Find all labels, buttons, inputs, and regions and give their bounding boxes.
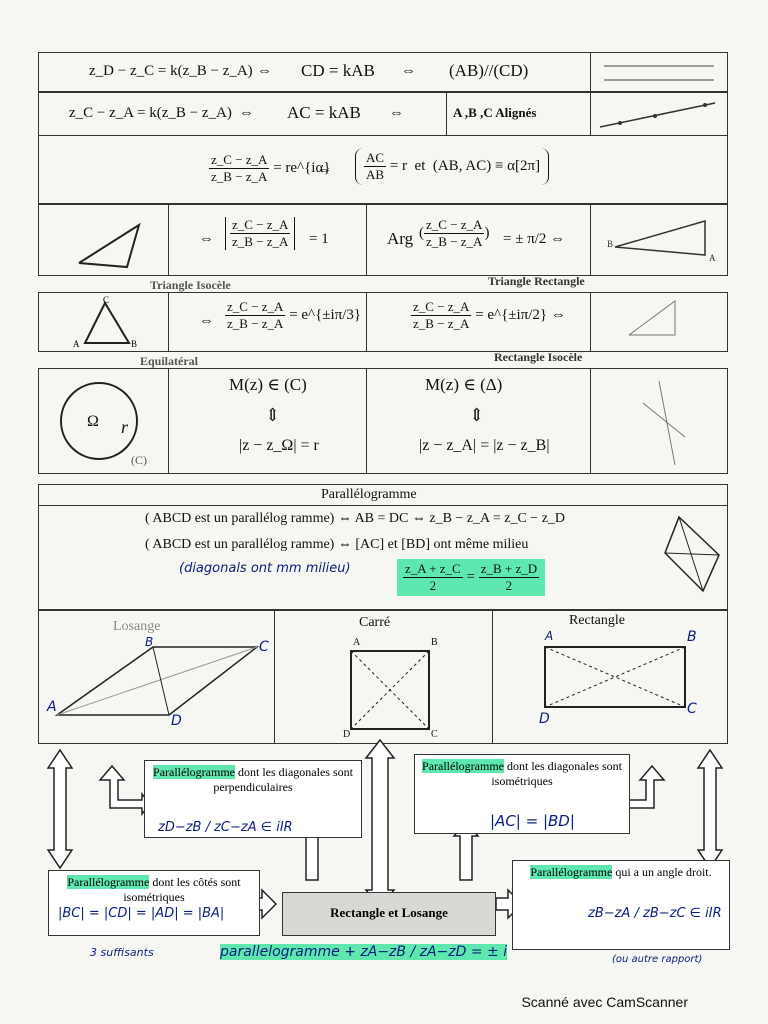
- row5-eq: ⇔: [199, 313, 214, 329]
- label-right-triangle: Triangle Rectangle: [488, 274, 585, 288]
- row2-eq-2: ⇔: [389, 105, 404, 121]
- row4-modulus-rhs: = 1: [309, 231, 329, 247]
- label-equilateral: Equilatéral: [140, 354, 199, 368]
- row6-circle-modulus: |z − z_Ω| = r: [239, 437, 319, 454]
- parallelogram-line-2: ( ABCD est un parallélog ramme) ⇔ [AC] e…: [145, 537, 529, 552]
- row5-right-isosceles-figure: [628, 300, 676, 336]
- losange-figure: [54, 646, 260, 716]
- rectangle-point-b: B: [687, 629, 697, 645]
- parallelogram-title: Parallélogramme: [321, 487, 417, 502]
- row4-eq: ⇔: [199, 231, 214, 247]
- row6-arrow-1: ⇕: [265, 405, 281, 425]
- row6-circle-membership: M(z) ∈ (C): [229, 375, 307, 394]
- row4-isosceles-triangle-figure: [78, 222, 141, 269]
- camscanner-footer: Scanné avec CamScanner: [521, 994, 688, 1010]
- row2-aligned-label: A ,B ,C Alignés: [453, 105, 537, 120]
- parallelogram-handwritten-note: (diagonals ont mm milieu): [179, 561, 351, 576]
- node3-handwritten-formula: |BC| = |CD| = |AD| = |BA|: [58, 906, 225, 921]
- node3-handwritten-note: 3 suffisants: [90, 946, 154, 959]
- carre-point-b: B: [431, 637, 438, 648]
- row6-bisector-modulus: |z − z_A| = |z − z_B|: [419, 437, 550, 454]
- rectangle-point-d: D: [539, 711, 550, 727]
- rectangle-title: Rectangle: [569, 613, 625, 628]
- node1-handwritten-formula: zD−zB / zC−zA ∈ iIR: [158, 820, 293, 835]
- parallelogram-section: Parallélogramme ( ABCD est un parallélog…: [38, 484, 728, 610]
- carre-figure: [350, 650, 430, 730]
- svg-text:B: B: [131, 339, 137, 349]
- node-rectangle-and-losange: Rectangle et Losange: [282, 892, 496, 936]
- row4-right-triangle-figure: BA: [607, 220, 716, 263]
- row-collinear-vectors: z_D − z_C = k(z_B − z_A) ⇔ CD = kAB ⇔ (A…: [38, 52, 728, 92]
- row1-eq-1: ⇔: [257, 63, 272, 79]
- carre-title: Carré: [359, 615, 391, 630]
- row1-formula-3: (AB)//(CD): [449, 61, 529, 80]
- rectangle-figure: [544, 646, 686, 708]
- row1-formula-1: z_D − z_C = k(z_B − z_A): [89, 63, 253, 79]
- rectangle-point-a: A: [545, 629, 554, 643]
- svg-text:C: C: [103, 295, 109, 305]
- parallelogram-figure: [664, 515, 720, 593]
- label-right-isosceles: Rectangle Isocèle: [494, 350, 583, 364]
- losange-title: Losange: [113, 619, 161, 634]
- svg-text:A: A: [709, 253, 716, 263]
- node4-handwritten-formula: zB−zA / zB−zC ∈ iIR: [588, 906, 722, 921]
- node-isometric-diagonals: Parallélogramme dont les diagonales sont…: [414, 754, 630, 834]
- label-isosceles: Triangle Isocèle: [150, 278, 231, 292]
- row3-eq: ⇔: [317, 162, 332, 178]
- row2-formula-1: z_C − z_A = k(z_B − z_A): [69, 105, 232, 121]
- bottom-handwritten-formula: parallelogramme + zA−zB / zA−zD = ± i: [220, 944, 508, 960]
- circle-center-label: Ω: [87, 413, 99, 430]
- node-right-angle: Parallélogramme qui a un angle droit.: [512, 860, 730, 950]
- node-perpendicular-diagonals: Parallélogramme dont les diagonales sont…: [144, 760, 362, 838]
- node4-handwritten-note: (ou autre rapport): [612, 954, 703, 965]
- row4-arg-label: Arg: [387, 229, 414, 248]
- row2-aligned-figure: [599, 102, 716, 128]
- shapes-row: Losange Carré Rectangle A B C D A B C D …: [38, 610, 728, 744]
- svg-text:B: B: [607, 239, 613, 249]
- row2-eq-1: ⇔: [239, 105, 254, 121]
- carre-point-d: D: [343, 729, 351, 740]
- row1-eq-2: ⇔: [401, 63, 416, 79]
- circle-radius-label: r: [121, 417, 129, 437]
- row4-arg-rhs: = ± π/2 ⇔: [503, 231, 566, 247]
- row-aligned-points: z_C − z_A = k(z_B − z_A) ⇔ AC = kAB ⇔ A …: [38, 92, 728, 136]
- row6-arrow-2: ⇕: [469, 405, 485, 425]
- losange-point-d: D: [171, 713, 182, 729]
- node-isometric-sides: Parallélogramme dont les côtés sont isom…: [48, 870, 260, 936]
- row1-formula-2: CD = kAB: [301, 61, 375, 80]
- svg-text:A: A: [73, 339, 80, 349]
- carre-point-c: C: [431, 729, 438, 740]
- losange-point-b: B: [145, 635, 154, 649]
- parallelogram-line-1: ( ABCD est un parallélog ramme) ⇔ AB = D…: [145, 511, 566, 526]
- carre-point-a: A: [353, 637, 361, 648]
- row1-parallel-lines-figure: [604, 65, 714, 81]
- rectangle-point-c: C: [687, 701, 697, 717]
- losange-point-a: A: [47, 699, 57, 715]
- row-circle-bisector: Ω r (C) M(z) ∈ (C) ⇕ |z − z_Ω| = r M(z) …: [38, 368, 728, 474]
- row6-circle-figure: [60, 382, 138, 460]
- losange-point-c: C: [259, 639, 269, 655]
- row2-formula-2: AC = kAB: [287, 103, 361, 122]
- row6-line-membership: M(z) ∈ (Δ): [425, 375, 503, 394]
- row6-bisector-figure: [642, 380, 686, 466]
- circle-name-label: (C): [131, 453, 147, 467]
- row5-equilateral-figure: C A B: [73, 295, 137, 349]
- node2-handwritten-formula: |AC| = |BD|: [490, 812, 575, 830]
